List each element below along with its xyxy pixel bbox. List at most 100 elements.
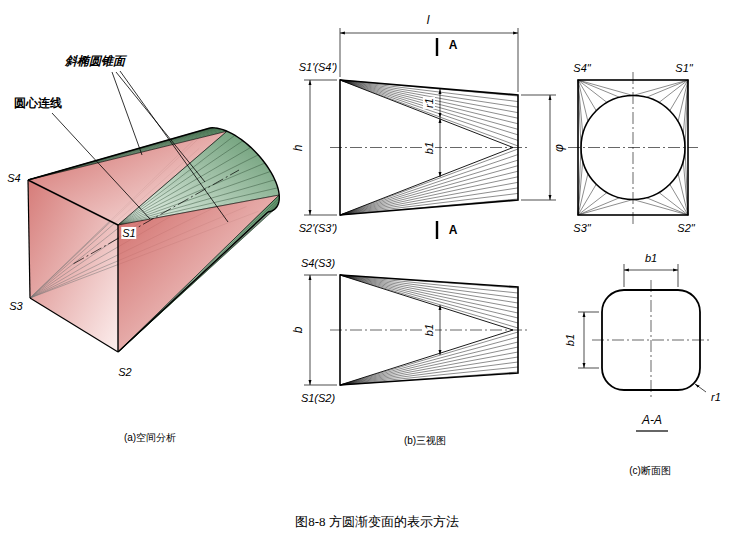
boundary-line: [340, 330, 513, 385]
boundary-line: [340, 275, 513, 385]
dimension-label: b: [292, 326, 305, 335]
dimension-lines: [304, 28, 556, 385]
cone-element-line: [118, 201, 279, 352]
vertex-label: S3": [572, 222, 591, 234]
cone-element-line: [118, 209, 275, 352]
element-line: [659, 80, 688, 102]
centerline-label: 圆心连线: [13, 97, 63, 110]
outline-edge: [28, 128, 279, 352]
cone-element-line: [118, 206, 278, 352]
element-line: [340, 275, 518, 385]
dimension-label: φ: [553, 143, 566, 153]
section-cut-marks: [436, 38, 438, 239]
boundary-line: [340, 80, 513, 148]
vertex-label: S4": [572, 62, 591, 74]
element-line: [578, 198, 620, 215]
vertex-label: S2: [117, 366, 132, 378]
element-line: [670, 184, 688, 215]
element-line: [578, 200, 633, 216]
dimension-label: b1: [564, 333, 576, 347]
element-line: [578, 80, 607, 102]
element-line: [633, 80, 688, 96]
dimension-label: b1: [423, 323, 435, 337]
section-label: A: [448, 224, 459, 237]
cone-element-line: [118, 198, 279, 352]
view-caption: (a)空间分析: [123, 432, 177, 443]
element-line: [633, 200, 688, 216]
element-line: [340, 80, 518, 146]
top-view: [340, 275, 518, 385]
side-view: [578, 80, 688, 215]
dimension-label: l: [426, 14, 431, 27]
element-line: [659, 193, 688, 215]
cone-element-line: [118, 195, 279, 352]
vertex-label: S1(S2): [300, 392, 336, 404]
element-line: [340, 177, 518, 215]
outline-edge: [210, 128, 279, 212]
element-line: [670, 80, 688, 111]
boundary-line: [340, 275, 513, 330]
vertex-label: S1: [121, 227, 136, 239]
dimension-label: b1: [423, 141, 435, 155]
section-view: [578, 264, 706, 431]
view-caption: (b)三视图: [403, 435, 447, 446]
element-line: [340, 367, 518, 385]
element-line: [340, 275, 518, 298]
side-view-outline: [578, 80, 688, 215]
spatial-view: [28, 128, 279, 352]
outline-edge: [28, 180, 118, 225]
element-line: [340, 80, 518, 124]
element-line: [678, 174, 688, 216]
dimension-label: r1: [710, 391, 722, 403]
cone-element-line: [118, 211, 270, 352]
outline-edge: [117, 225, 118, 352]
element-line: [578, 80, 688, 215]
element-line: [340, 332, 518, 385]
leader-lines: [52, 71, 228, 222]
outline-edge: [118, 212, 268, 352]
dimension-label: r1: [423, 97, 435, 109]
section-title: A-A: [641, 414, 663, 427]
vertex-label: S4(S3): [300, 257, 336, 269]
element-line: [578, 80, 620, 97]
figure-caption: 图8-8 方圆渐变面的表示方法: [295, 513, 459, 531]
element-line: [340, 80, 518, 140]
cone-element-line: [118, 212, 268, 352]
vertex-label: S3: [8, 300, 23, 312]
element-line: [340, 155, 518, 215]
section-label: A: [448, 39, 459, 52]
element-line: [578, 80, 588, 122]
square-edge: [28, 180, 30, 298]
element-line: [340, 357, 518, 385]
element-line: [340, 171, 518, 215]
vertex-label: S2": [676, 222, 695, 234]
element-line: [646, 80, 688, 97]
oblique-cone-surface: [118, 195, 279, 352]
view-caption: (c)断面图: [628, 465, 672, 476]
cone-element-line: [118, 195, 279, 352]
center-lines: [330, 72, 710, 400]
square-edge: [30, 298, 118, 352]
element-line: [578, 80, 596, 111]
top-view-outline: [340, 275, 518, 385]
element-line: [340, 275, 518, 328]
dimension-label: h: [292, 144, 305, 153]
element-line: [578, 193, 607, 215]
element-line: [340, 80, 518, 113]
cone-element-line: [118, 208, 276, 352]
plane-face: [118, 195, 279, 352]
cone-element-line: [118, 203, 278, 352]
element-line: [340, 149, 518, 215]
element-line: [340, 275, 518, 293]
element-line: [340, 362, 518, 385]
vertex-label: S1'(S4'): [298, 61, 338, 73]
boundary-line: [340, 148, 513, 216]
element-line: [340, 275, 518, 323]
element-line: [340, 182, 518, 215]
cone-element-line: [118, 211, 273, 352]
center-connection-line: [74, 170, 240, 264]
dimension-label: b1: [644, 252, 658, 264]
element-line: [646, 198, 688, 215]
